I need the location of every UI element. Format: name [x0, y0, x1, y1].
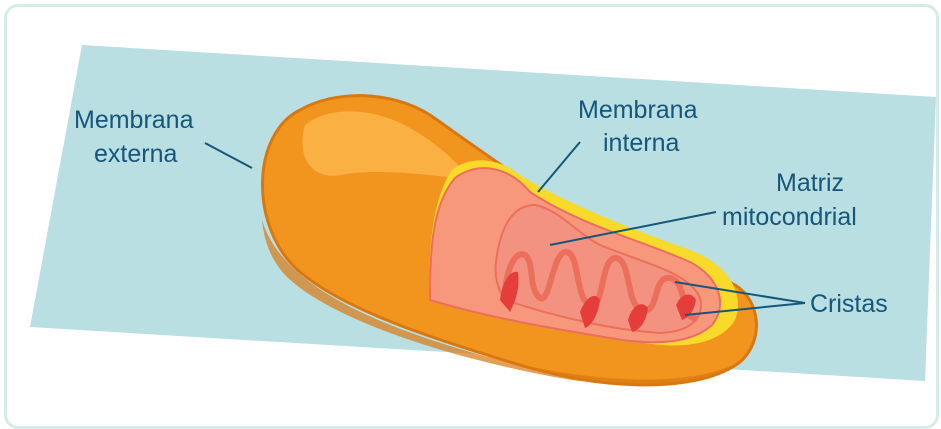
label-membrana-interna-1: Membrana — [578, 96, 698, 124]
label-membrana-externa-1: Membrana — [74, 106, 194, 134]
label-matriz-1: Matriz — [776, 169, 844, 197]
label-membrana-interna-2: interna — [603, 129, 680, 157]
label-cristas: Cristas — [810, 290, 888, 318]
label-membrana-externa-2: externa — [94, 140, 177, 168]
label-matriz-2: mitocondrial — [722, 203, 857, 231]
